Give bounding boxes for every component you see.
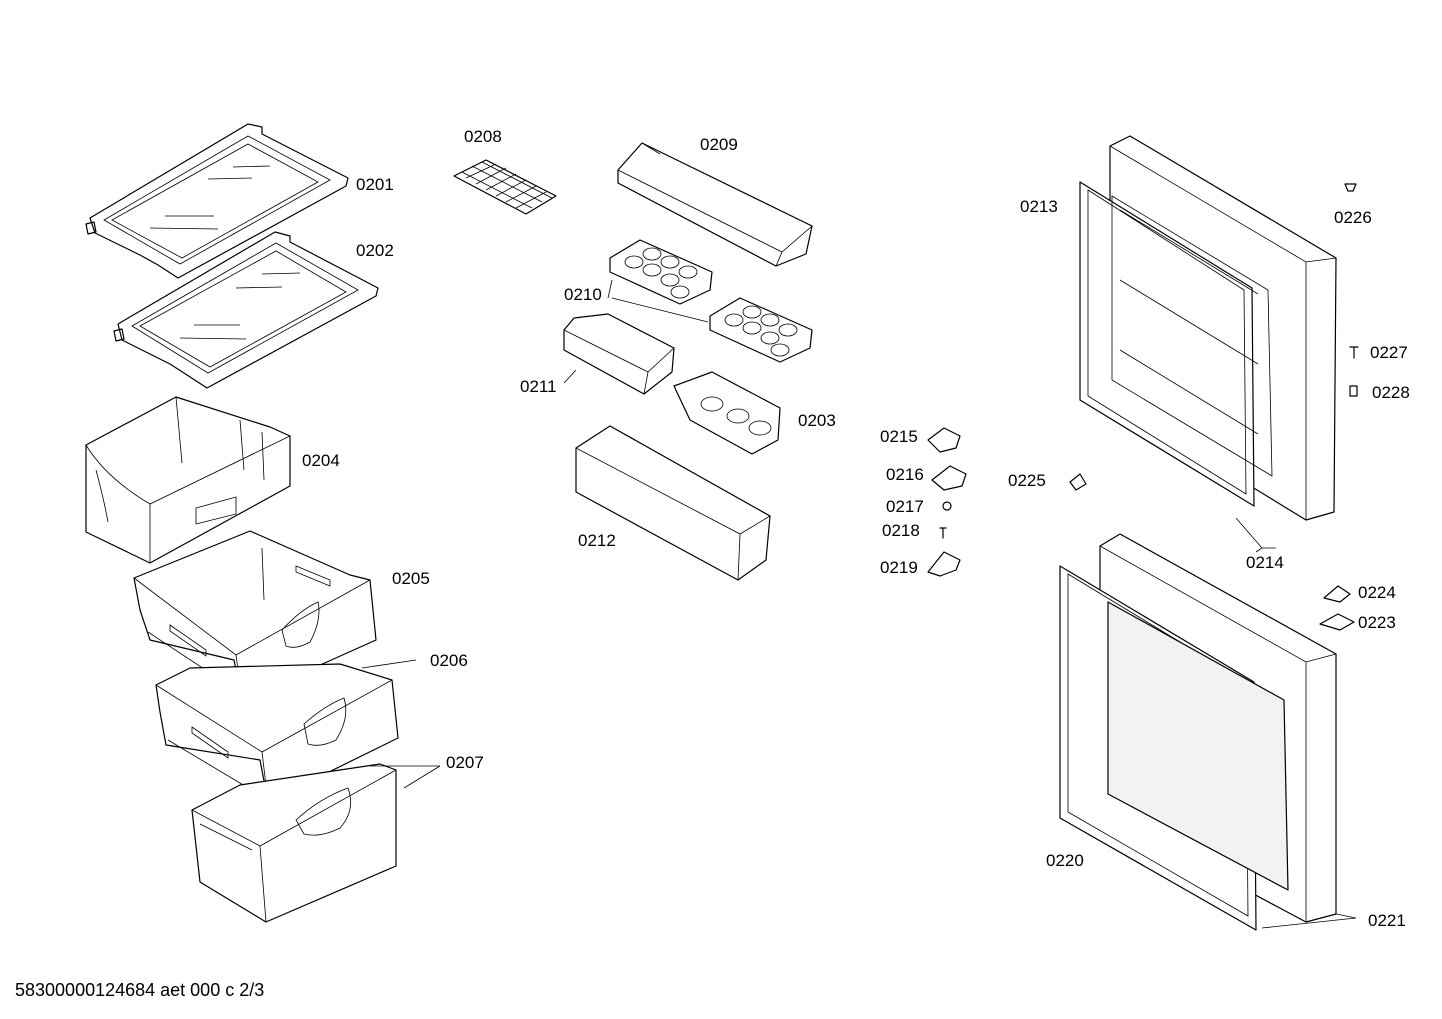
freezer-door	[1059, 533, 1337, 931]
drawer-middle	[155, 663, 399, 803]
butter-dish	[673, 371, 781, 455]
label-0212: 0212	[578, 531, 616, 550]
label-0208: 0208	[464, 127, 502, 146]
label-0204: 0204	[302, 451, 340, 470]
drawer-lower	[191, 763, 397, 923]
label-0211: 0211	[520, 377, 557, 396]
part-labels: 0201 0202 0204 0205 0206 0207 0208 0209 …	[302, 127, 1410, 930]
door-shelf-large	[575, 425, 771, 581]
label-0206: 0206	[430, 651, 468, 670]
label-0227: 0227	[1370, 343, 1408, 362]
glass-shelf-lower	[113, 231, 379, 389]
label-0225: 0225	[1008, 471, 1046, 490]
crisper-box	[85, 396, 291, 564]
label-0207: 0207	[446, 753, 484, 772]
label-0220: 0220	[1046, 851, 1084, 870]
egg-tray-right	[709, 297, 813, 363]
label-0219: 0219	[880, 558, 918, 577]
label-0224: 0224	[1358, 583, 1396, 602]
label-0223: 0223	[1358, 613, 1396, 632]
label-0201: 0201	[356, 175, 394, 194]
label-0213: 0213	[1020, 197, 1058, 216]
leader-lines	[361, 279, 1357, 929]
label-0221: 0221	[1368, 911, 1406, 930]
label-0202: 0202	[356, 241, 394, 260]
label-0209: 0209	[700, 135, 738, 154]
label-0210: 0210	[564, 285, 602, 304]
label-0215: 0215	[880, 427, 918, 446]
small-door-bin	[563, 313, 675, 395]
ice-cube-tray	[453, 159, 557, 215]
label-0216: 0216	[886, 465, 924, 484]
drawing-id-caption: 58300000124684 aet 000 c 2/3	[15, 980, 265, 1000]
fridge-door	[1079, 135, 1337, 521]
label-0228: 0228	[1372, 383, 1410, 402]
label-0217: 0217	[886, 497, 924, 516]
label-0203: 0203	[798, 411, 836, 430]
door-shelf-top	[617, 142, 813, 267]
label-0214: 0214	[1246, 553, 1284, 572]
label-0205: 0205	[392, 569, 430, 588]
glass-shelf-upper	[85, 123, 349, 279]
label-0218: 0218	[882, 521, 920, 540]
label-0226: 0226	[1334, 208, 1372, 227]
hinge-parts	[927, 183, 1359, 631]
egg-tray-left	[609, 239, 713, 305]
